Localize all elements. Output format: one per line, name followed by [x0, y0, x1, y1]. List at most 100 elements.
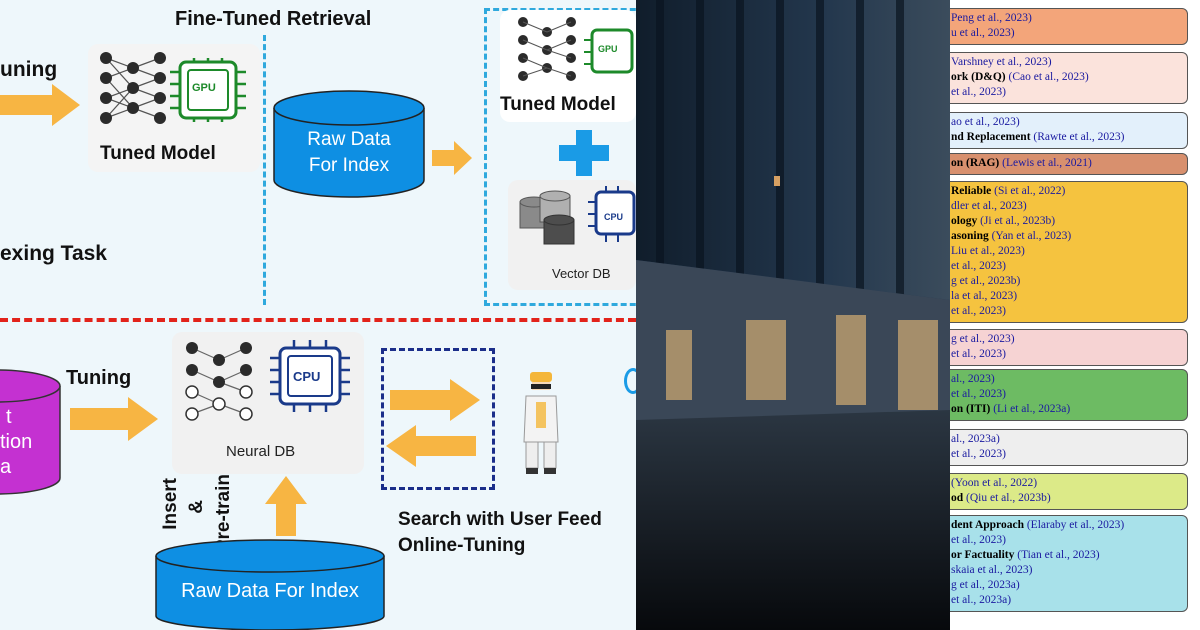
- arrow-right-icon: [70, 397, 158, 441]
- raw-data-bottom-label: Raw Data For Index: [181, 580, 359, 602]
- citation-text: la et al., 2023): [951, 290, 1018, 302]
- citation-line: (Yoon et al., 2022): [950, 476, 1187, 491]
- citation-box: Peng et al., 2023) u et al., 2023): [950, 8, 1188, 45]
- online-tuning-label: Online-Tuning: [398, 535, 526, 556]
- citation-box: Reliable (Si et al., 2022)dler et al., 2…: [950, 181, 1188, 323]
- citation-text: et al., 2023): [951, 305, 1006, 317]
- citation-line: g et al., 2023a): [950, 578, 1187, 593]
- citation-line: et al., 2023): [950, 533, 1187, 548]
- citation-text: (Elaraby et al., 2023): [1026, 519, 1125, 531]
- citation-text: g et al., 2023): [951, 333, 1015, 345]
- citation-line: Liu et al., 2023): [950, 244, 1187, 259]
- arrow-right-icon: [432, 141, 472, 175]
- citation-text: (Qiu et al., 2023b): [966, 492, 1051, 504]
- method-name-text: ork (D&Q): [951, 71, 1009, 83]
- citation-line: skaia et al., 2023): [950, 563, 1187, 578]
- night-building-photo: [636, 0, 950, 630]
- citation-line: Peng et al., 2023): [950, 11, 1187, 26]
- citation-line: nd Replacement (Rawte et al., 2023): [950, 130, 1187, 145]
- citation-box: (Yoon et al., 2022) od (Qiu et al., 2023b…: [950, 473, 1188, 510]
- citation-box: ao et al., 2023)nd Replacement (Rawte et…: [950, 112, 1188, 149]
- citation-text: (Si et al., 2022): [994, 185, 1066, 197]
- vector-db-label: Vector DB: [552, 266, 611, 281]
- neural-network-icon: [100, 52, 166, 124]
- citation-text: skaia et al., 2023): [951, 564, 1033, 576]
- neural-network-icon: [518, 17, 576, 81]
- arrow-left-icon: [386, 425, 476, 467]
- citation-line: ology (Ji et al., 2023b): [950, 214, 1187, 229]
- logo-fragment-icon: [624, 368, 636, 394]
- gpu-chip-text-small: GPU: [598, 44, 618, 54]
- magenta-text-1: t: [6, 406, 12, 428]
- tuned-model-dashed-box: [484, 8, 636, 306]
- citation-text: (Tian et al., 2023): [1017, 549, 1100, 561]
- search-user-feedback-label: Search with User Feed: [398, 509, 602, 530]
- citation-line: ao et al., 2023): [950, 115, 1187, 130]
- tuning-label-bottom: Tuning: [66, 367, 132, 389]
- citation-text: et al., 2023): [951, 448, 1006, 460]
- arrow-right-icon: [0, 84, 80, 126]
- citation-box: al., 2023a)et al., 2023): [950, 429, 1188, 466]
- raw-data-cylinder-icon: [273, 90, 425, 198]
- method-name-text: or Factuality: [951, 549, 1018, 561]
- gpu-chip-icon: [170, 58, 246, 122]
- tuned-model-label: Tuned Model: [100, 143, 216, 164]
- method-name-text: on (RAG): [951, 157, 1003, 169]
- citation-text: Varshney et al., 2023): [951, 56, 1052, 68]
- raw-data-bottom-cylinder-icon: [155, 539, 385, 630]
- method-name-text: nd Replacement: [951, 131, 1034, 143]
- citation-line: on (RAG) (Lewis et al., 2021): [950, 156, 1187, 171]
- citation-text: (Rawte et al., 2023): [1033, 131, 1125, 143]
- cyan-dashed-divider: [263, 35, 266, 305]
- user-figure-icon: [523, 372, 559, 474]
- cpu-chip-text: CPU: [293, 369, 321, 384]
- ampersand-label: &: [186, 500, 207, 514]
- citation-line: et al., 2023): [950, 387, 1187, 402]
- citation-text: (Ji et al., 2023b): [980, 215, 1056, 227]
- citation-text: et al., 2023): [951, 534, 1006, 546]
- citation-line: et al., 2023): [950, 347, 1187, 362]
- citation-text: dler et al., 2023): [951, 200, 1027, 212]
- citation-line: u et al., 2023): [950, 26, 1187, 41]
- database-stack-icon: [519, 190, 575, 245]
- citation-box: dent Approach (Elaraby et al., 2023) et a…: [950, 515, 1188, 612]
- citation-line: od (Qiu et al., 2023b): [950, 491, 1187, 506]
- citation-line: al., 2023a): [950, 432, 1187, 447]
- citation-text: al., 2023): [951, 373, 995, 385]
- citation-line: et al., 2023): [950, 259, 1187, 274]
- fine-tuned-retrieval-title: Fine-Tuned Retrieval: [175, 8, 372, 30]
- citation-text: (Yoon et al., 2022): [951, 477, 1038, 489]
- neural-db-label: Neural DB: [226, 443, 296, 460]
- feedback-loop-box: [381, 348, 495, 490]
- citation-box: al., 2023) et al., 2023) on (ITI) (Li et a…: [950, 369, 1188, 421]
- method-name-text: od: [951, 492, 967, 504]
- cpu-chip-text-small: CPU: [604, 212, 624, 222]
- arrow-up-icon: [265, 476, 307, 536]
- method-name-text: asoning: [951, 230, 992, 242]
- method-name-text: dent Approach: [951, 519, 1027, 531]
- citation-line: dler et al., 2023): [950, 199, 1187, 214]
- citation-text: et al., 2023): [951, 86, 1006, 98]
- citation-line: g et al., 2023b): [950, 274, 1187, 289]
- red-dashed-divider: [0, 318, 636, 322]
- citation-text: Peng et al., 2023): [951, 12, 1032, 24]
- indexing-task-label: exing Task: [0, 242, 107, 265]
- gpu-chip-icon: [584, 28, 634, 74]
- citation-text: et al., 2023): [951, 388, 1006, 400]
- raw-data-top-line2: For Index: [308, 155, 390, 176]
- citation-text: et al., 2023): [951, 260, 1006, 272]
- method-name-text: ology: [951, 215, 981, 227]
- taxonomy-table-panel: Peng et al., 2023) u et al., 2023) Varshne…: [950, 0, 1200, 630]
- citation-text: (Yan et al., 2023): [991, 230, 1072, 242]
- citation-text: Liu et al., 2023): [951, 245, 1025, 257]
- tuned-model-label-right: Tuned Model: [500, 94, 616, 115]
- neural-network-icon: [185, 342, 253, 421]
- citation-line: asoning (Yan et al., 2023): [950, 229, 1187, 244]
- gpu-chip-text: GPU: [192, 82, 216, 94]
- cpu-chip-icon: [270, 340, 350, 412]
- citation-line: on (ITI) (Li et al., 2023a): [950, 402, 1187, 417]
- citation-text: (Li et al., 2023a): [993, 403, 1071, 415]
- building-illustration: [636, 0, 950, 630]
- arrow-right-icon: [390, 379, 480, 421]
- citation-line: et al., 2023): [950, 304, 1187, 319]
